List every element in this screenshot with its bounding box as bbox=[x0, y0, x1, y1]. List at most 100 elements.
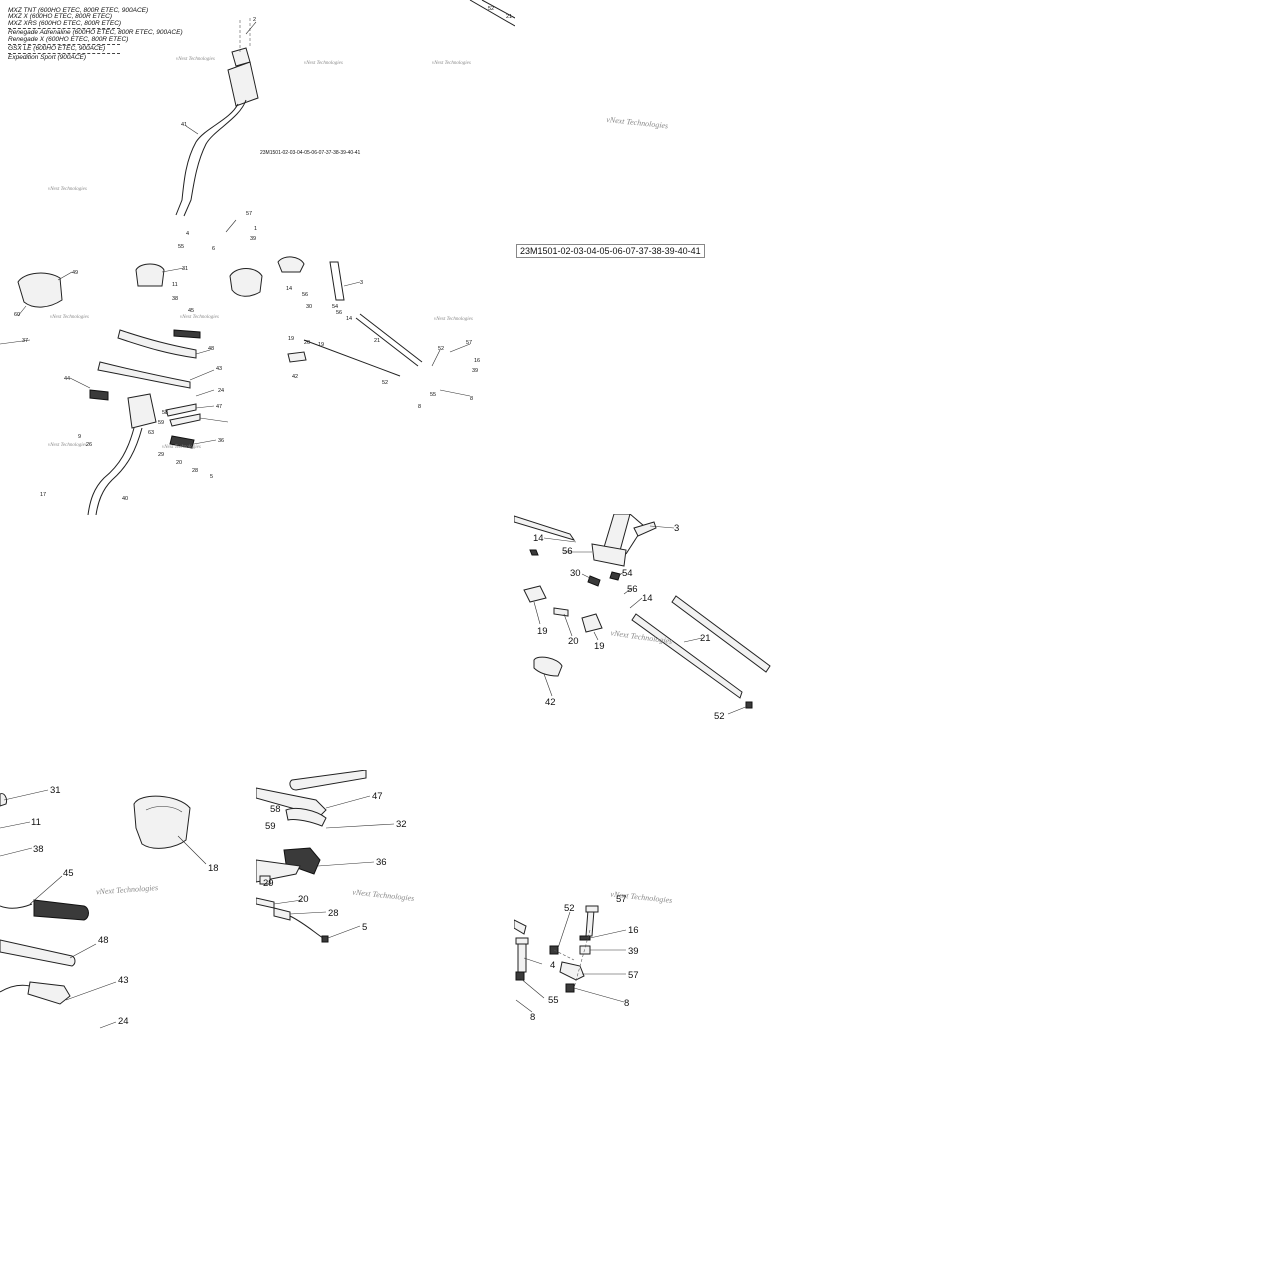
grip-left bbox=[89, 389, 109, 401]
steering-column-upper bbox=[175, 103, 239, 216]
tie-rod bbox=[355, 317, 419, 367]
riser-clamp-upper bbox=[227, 61, 259, 107]
callout: 52 bbox=[488, 6, 494, 12]
callout: 6 bbox=[212, 246, 215, 252]
steering-column-lower bbox=[87, 427, 135, 515]
callout: 28 bbox=[328, 908, 339, 919]
watermark: vNext Technologies bbox=[96, 883, 159, 896]
bolt-57-head bbox=[585, 905, 599, 913]
callout: 14 bbox=[346, 316, 352, 322]
callout: 19 bbox=[288, 336, 294, 342]
diagram-ref-box: 23M1501-02-03-04-05-06-07-37-38-39-40-41 bbox=[516, 244, 705, 258]
model-divider bbox=[8, 28, 120, 30]
tube-47 bbox=[165, 403, 197, 417]
callout: 39 bbox=[472, 368, 478, 374]
handlebar-lower bbox=[97, 361, 191, 389]
callout: 32 bbox=[396, 819, 407, 830]
callout: 1 bbox=[254, 226, 257, 232]
callout: 41 bbox=[181, 122, 187, 128]
watermark: vNext Technologies bbox=[432, 61, 471, 66]
model-item: GSX LE (600HO ETEC, 900ACE) bbox=[8, 45, 106, 53]
end-42 bbox=[287, 351, 307, 363]
callout: 59 bbox=[158, 420, 164, 426]
watermark: vNext Technologies bbox=[434, 317, 473, 322]
model-item: Renegade Adrenaline (600HO ETEC, 800R ET… bbox=[8, 29, 183, 37]
tube-47 bbox=[289, 770, 367, 791]
callout: 20 bbox=[568, 636, 579, 647]
nut-55 bbox=[515, 971, 525, 981]
callout: 30 bbox=[306, 304, 312, 310]
callout: 58 bbox=[162, 410, 168, 416]
steering-column-upper-b bbox=[183, 99, 247, 217]
callout: 3 bbox=[674, 523, 679, 534]
bolt-4-head bbox=[515, 937, 529, 945]
callout: 57 bbox=[246, 211, 252, 217]
callout: 8 bbox=[530, 1012, 535, 1023]
callout: 42 bbox=[545, 697, 556, 708]
callout: 14 bbox=[533, 533, 544, 544]
watermark: vNext Technologies bbox=[180, 315, 219, 320]
watermark: vNext Technologies bbox=[606, 115, 669, 130]
model-list: MXZ TNT (600HO ETEC, 800R ETEC, 900ACE) … bbox=[8, 7, 183, 62]
tie-rod-b bbox=[359, 313, 423, 363]
model-item: MXZ TNT (600HO ETEC, 800R ETEC, 900ACE) bbox=[8, 7, 149, 14]
arm-fragment bbox=[469, 0, 515, 27]
upper-arm bbox=[514, 515, 576, 541]
callout: 19 bbox=[537, 626, 548, 637]
model-item: Expedition Sport (900ACE) bbox=[8, 54, 87, 62]
tube-32 bbox=[169, 413, 201, 427]
callout: 11 bbox=[172, 282, 178, 288]
callout: 3 bbox=[360, 280, 363, 286]
watermark: vNext Technologies bbox=[162, 445, 201, 450]
callout: 59 bbox=[265, 821, 276, 832]
callout: 47 bbox=[216, 404, 222, 410]
callout: 31 bbox=[182, 266, 188, 272]
callout: 43 bbox=[118, 975, 129, 986]
callout: 28 bbox=[192, 468, 198, 474]
riser-clamp-lower bbox=[127, 393, 157, 429]
callout: 20 bbox=[298, 894, 309, 905]
arm-fragment-b bbox=[481, 0, 515, 19]
callout: 48 bbox=[98, 935, 109, 946]
detail-bolts: vNext Technologies 52 57 16 39 4 57 55 8… bbox=[514, 880, 694, 1025]
callout: 42 bbox=[292, 374, 298, 380]
callout: 56 bbox=[627, 584, 638, 595]
riser-block bbox=[231, 47, 251, 67]
post-bracket bbox=[591, 543, 627, 567]
callout: 17 bbox=[40, 492, 46, 498]
handguard-detail bbox=[145, 806, 183, 813]
callout: 56 bbox=[336, 310, 342, 316]
nut-29 bbox=[259, 875, 271, 885]
callout: 16 bbox=[474, 358, 480, 364]
detail-steering-bar: vNext Technologies 3 14 56 30 54 56 14 1… bbox=[514, 514, 772, 744]
nut-30 bbox=[587, 575, 601, 587]
callout: 8 bbox=[470, 396, 473, 402]
mount-plate bbox=[277, 256, 305, 273]
nut-56b bbox=[609, 571, 621, 581]
steering-column-lower-b bbox=[95, 427, 143, 515]
wire-5 bbox=[289, 915, 327, 941]
callout: 9 bbox=[78, 434, 81, 440]
callout: 39 bbox=[628, 946, 639, 957]
wire-43 bbox=[0, 984, 31, 993]
watermark: vNext Technologies bbox=[48, 443, 87, 448]
callout: 56 bbox=[562, 546, 573, 557]
spacer-20 bbox=[553, 607, 569, 617]
callout: 57 bbox=[616, 894, 627, 905]
overview-diagram: MXZ TNT (600HO ETEC, 800R ETEC, 900ACE) … bbox=[0, 0, 515, 515]
watermark: vNext Technologies bbox=[176, 57, 215, 62]
washer-16 bbox=[579, 935, 591, 941]
callout: 38 bbox=[33, 844, 44, 855]
nut-56 bbox=[529, 549, 539, 556]
callout: 63 bbox=[148, 430, 154, 436]
callout: 36 bbox=[218, 438, 224, 444]
callout: 21 bbox=[700, 633, 711, 644]
arm-end bbox=[514, 919, 527, 935]
callout: 2 bbox=[253, 17, 256, 23]
callout: 60 bbox=[14, 312, 20, 318]
grip-45 bbox=[33, 899, 89, 921]
callout: 52 bbox=[564, 903, 575, 914]
watermark: vNext Technologies bbox=[48, 187, 87, 192]
steering-post bbox=[329, 261, 345, 301]
model-item: MXZ X (600HO ETEC, 800R ETEC) bbox=[8, 13, 113, 21]
